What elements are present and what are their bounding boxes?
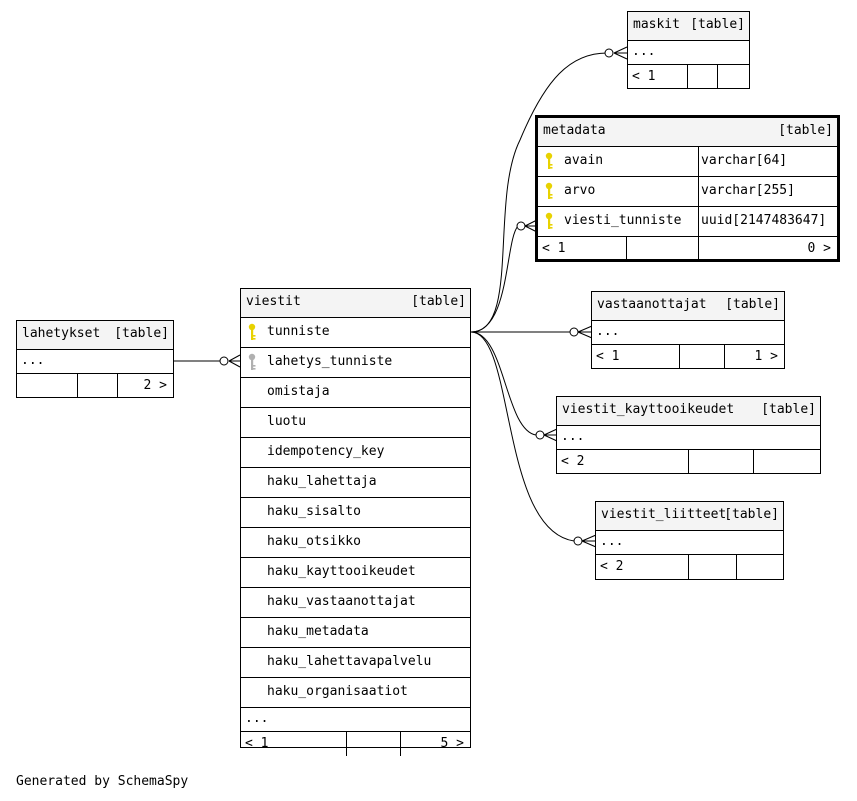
- edge-viestit-maskit: [470, 52, 610, 333]
- primary-key-icon: [545, 212, 553, 229]
- table-name: maskit: [633, 17, 680, 32]
- table-header: lahetykset [table]: [17, 321, 173, 350]
- edge-viestit-maskit-crow: [613, 46, 628, 60]
- table-lahetykset[interactable]: lahetykset [table] ... 2 >: [16, 320, 174, 398]
- table-footer: 2 >: [17, 374, 173, 398]
- more-columns: ...: [592, 321, 784, 345]
- primary-key-icon: [545, 152, 553, 169]
- more-columns: ...: [628, 41, 749, 65]
- edge-viestit-kayttooikeudet-circle: [535, 430, 545, 440]
- column-row: viesti_tunniste uuid[2147483647]: [538, 207, 837, 237]
- primary-key-icon: [248, 323, 256, 340]
- column-row: haku_lahettavapalvelu: [241, 648, 470, 678]
- table-tag: [table]: [761, 402, 816, 417]
- more-columns: ...: [596, 531, 783, 555]
- table-header: maskit [table]: [628, 12, 749, 41]
- primary-key-icon: [545, 182, 553, 199]
- table-name: vastaanottajat: [597, 297, 707, 312]
- edge-viestit-kayttooikeudet: [470, 331, 537, 436]
- column-row: arvo varchar[255]: [538, 177, 837, 207]
- table-footer: < 2: [596, 555, 783, 579]
- table-name: viestit: [246, 294, 301, 309]
- table-footer: < 1: [628, 65, 749, 89]
- table-header: viestit_liitteet [table]: [596, 502, 783, 531]
- column-row: haku_vastaanottajat: [241, 588, 470, 618]
- foreign-key-icon: [248, 353, 256, 370]
- more-columns: ...: [17, 350, 173, 374]
- table-tag: [table]: [724, 507, 779, 522]
- table-tag: [table]: [725, 297, 780, 312]
- table-viestit-kayttooikeudet[interactable]: viestit_kayttooikeudet [table] ... < 2: [556, 396, 821, 474]
- edge-viestit-vastaanottajat-crow: [577, 325, 593, 339]
- table-metadata[interactable]: metadata [table] avain varchar[64] arvo …: [535, 115, 840, 262]
- column-row: haku_metadata: [241, 618, 470, 648]
- column-row: luotu: [241, 408, 470, 438]
- column-row: lahetys_tunniste: [241, 348, 470, 378]
- edge-lahetykset-viestit-crow: [228, 354, 241, 368]
- edge-viestit-metadata: [470, 225, 519, 333]
- edge-viestit-metadata-circle: [516, 221, 526, 231]
- column-row: omistaja: [241, 378, 470, 408]
- table-header: vastaanottajat [table]: [592, 292, 784, 321]
- table-name: metadata: [543, 123, 606, 138]
- more-columns: ...: [241, 708, 470, 732]
- children-count[interactable]: 0 >: [807, 241, 831, 256]
- edge-viestit-liitteet: [470, 331, 575, 542]
- edge-viestit-maskit-circle: [604, 48, 614, 58]
- table-viestit[interactable]: viestit [table] tunniste lahetys_tunnist…: [240, 288, 471, 756]
- children-count[interactable]: 5 >: [440, 736, 464, 751]
- table-name: viestit_kayttooikeudet: [562, 402, 735, 417]
- edge-viestit-kayttooikeudet-crow: [543, 428, 558, 442]
- parents-count[interactable]: < 1: [596, 349, 620, 364]
- table-footer: < 2: [557, 450, 820, 474]
- column-row: haku_sisalto: [241, 498, 470, 528]
- children-count[interactable]: 2 >: [143, 378, 167, 393]
- edge-viestit-vastaanottajat-circle: [569, 327, 579, 337]
- table-tag: [table]: [411, 294, 466, 309]
- column-row: haku_otsikko: [241, 528, 470, 558]
- edge-viestit-liitteet-crow: [581, 534, 597, 548]
- parents-count[interactable]: < 2: [600, 559, 624, 574]
- parents-count[interactable]: < 1: [245, 736, 269, 751]
- column-row: haku_organisaatiot: [241, 678, 470, 708]
- children-count[interactable]: 1 >: [754, 349, 778, 364]
- column-row: haku_kayttooikeudet: [241, 558, 470, 588]
- table-viestit-liitteet[interactable]: viestit_liitteet [table] ... < 2: [595, 501, 784, 580]
- more-columns: ...: [557, 426, 820, 450]
- table-name: viestit_liitteet: [601, 507, 727, 522]
- edge-viestit-liitteet-circle: [573, 536, 583, 546]
- table-maskit[interactable]: maskit [table] ... < 1: [627, 11, 750, 89]
- table-vastaanottajat[interactable]: vastaanottajat [table] ... < 1 1 >: [591, 291, 785, 369]
- table-footer: < 1 5 >: [241, 732, 470, 756]
- column-row: avain varchar[64]: [538, 147, 837, 177]
- table-tag: [table]: [114, 326, 169, 341]
- column-row: haku_lahettaja: [241, 468, 470, 498]
- parents-count[interactable]: < 1: [542, 241, 566, 256]
- table-tag: [table]: [778, 123, 833, 138]
- table-header: viestit_kayttooikeudet [table]: [557, 397, 820, 426]
- table-footer: < 1 0 >: [538, 237, 837, 261]
- table-footer: < 1 1 >: [592, 345, 784, 369]
- parents-count[interactable]: < 2: [561, 454, 585, 469]
- column-row: idempotency_key: [241, 438, 470, 468]
- table-tag: [table]: [690, 17, 745, 32]
- column-row: tunniste: [241, 318, 470, 348]
- generated-by-label: Generated by SchemaSpy: [16, 774, 189, 789]
- parents-count[interactable]: < 1: [632, 69, 656, 84]
- table-name: lahetykset: [22, 326, 101, 341]
- table-header: metadata [table]: [538, 118, 837, 147]
- edge-lahetykset-viestit-circle: [219, 356, 229, 366]
- table-header: viestit [table]: [241, 289, 470, 318]
